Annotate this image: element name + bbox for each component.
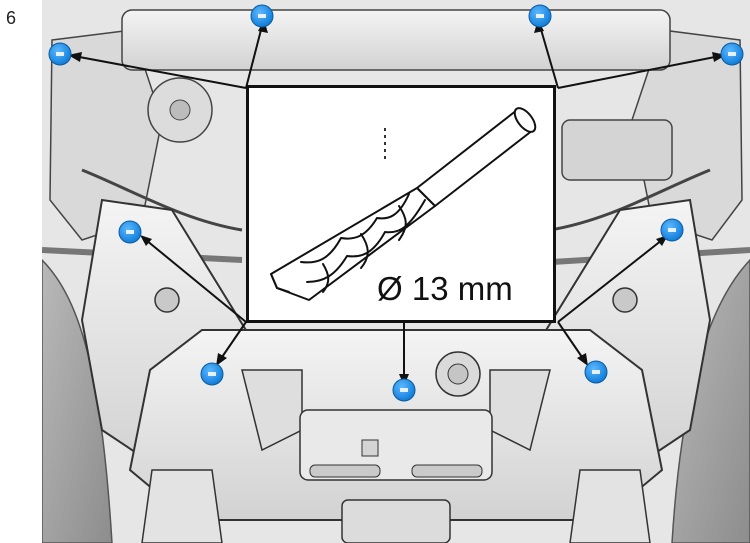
marker-3 xyxy=(528,4,552,28)
subframe-small-square xyxy=(361,439,379,457)
marker-9 xyxy=(584,360,608,384)
drill-bit-icon xyxy=(270,107,537,301)
cable-left xyxy=(81,168,243,232)
marker-6 xyxy=(660,218,684,242)
arrow-bottom-right-a xyxy=(557,239,663,323)
arrow-head-9 xyxy=(577,353,588,366)
marker-7 xyxy=(200,362,224,386)
bolt-markers xyxy=(48,4,744,402)
flute-5 xyxy=(322,263,330,293)
arrow-top-right-a xyxy=(539,25,559,89)
drill-size-label: Ø 13 mm xyxy=(377,270,513,307)
marker-4 xyxy=(720,42,744,66)
arrow-bottom-left-b xyxy=(219,321,247,361)
front-mount-left xyxy=(141,469,223,543)
arrow-top-left-b xyxy=(245,25,263,89)
marker-1 xyxy=(48,42,72,66)
drill-tip xyxy=(270,273,290,293)
right-arm-hole xyxy=(612,287,638,313)
cable-right xyxy=(549,168,711,232)
subframe-center-plate xyxy=(299,409,493,481)
step-number: 6 xyxy=(6,8,17,28)
arrow-top-right-b xyxy=(557,55,721,89)
arrow-head-1 xyxy=(68,52,82,62)
flute-3 xyxy=(398,205,407,241)
left-reservoir-cap xyxy=(169,99,191,121)
upper-crossmember xyxy=(121,9,671,71)
flute-4 xyxy=(360,233,369,269)
drill-shank xyxy=(416,109,534,207)
front-mount-right xyxy=(569,469,651,543)
front-mount-center xyxy=(341,499,451,543)
center-boss-inner xyxy=(447,363,469,385)
subframe-slot-1 xyxy=(309,464,381,478)
drill-shank-end xyxy=(513,107,537,133)
right-component xyxy=(561,119,673,181)
drill-callout-box: Ø 13 mm xyxy=(246,85,556,323)
subframe-slot-2 xyxy=(411,464,483,478)
arrow-head-5 xyxy=(140,235,152,246)
arrow-top-left-a xyxy=(73,55,247,89)
arrow-bottom-right-b xyxy=(557,321,585,361)
flute-1 xyxy=(300,193,410,264)
marker-5 xyxy=(118,220,142,244)
marker-2 xyxy=(250,4,274,28)
left-arm-hole xyxy=(154,287,180,313)
arrows xyxy=(73,25,721,380)
arrow-bottom-left-a xyxy=(145,239,247,323)
marker-8 xyxy=(392,378,416,402)
arrow-head-6 xyxy=(216,353,227,366)
